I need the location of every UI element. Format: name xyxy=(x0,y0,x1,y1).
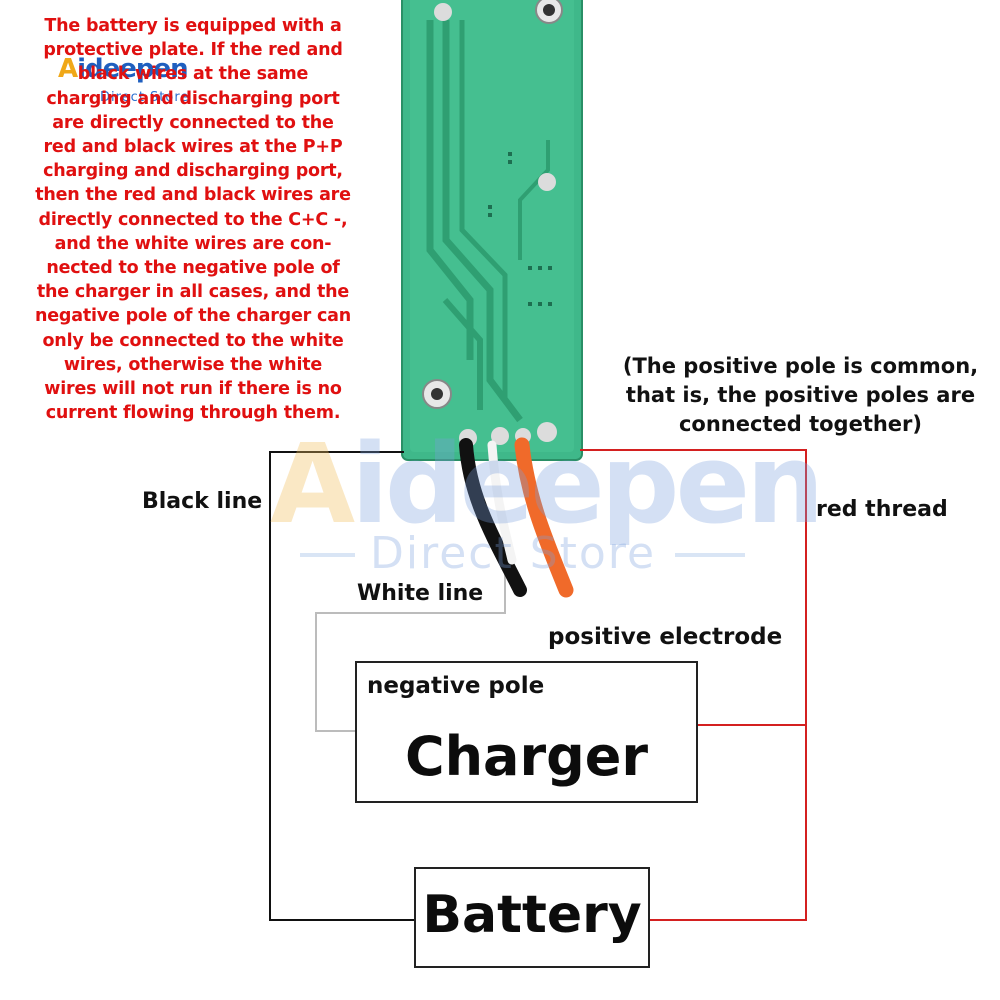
logo-triangle-icon: A xyxy=(58,54,78,84)
charger-title: Charger xyxy=(404,725,649,788)
black-line-label: Black line xyxy=(142,489,263,514)
red-thread-wire xyxy=(580,449,807,921)
orange-cable xyxy=(514,437,574,598)
protective-plate-note: The battery is equipped with a protectiv… xyxy=(34,16,352,424)
black-cable xyxy=(459,438,527,597)
positive-electrode-label: positive electrode xyxy=(548,624,783,650)
white-line-label: White line xyxy=(357,581,484,606)
brand-logo-subtitle: Direct Store xyxy=(100,90,190,105)
pcb-board xyxy=(401,0,583,461)
positive-common-note: (The positive pole is common, that is, t… xyxy=(622,354,979,436)
watermark-subtitle: Direct Store xyxy=(370,528,657,579)
watermark-logo: Aideepen xyxy=(270,420,824,548)
watermark-rule-right xyxy=(675,553,745,557)
battery-box: Battery xyxy=(414,867,650,968)
red-thread-label: red thread xyxy=(816,497,948,522)
black-line-wire xyxy=(269,451,414,921)
charger-box: negative pole Charger xyxy=(355,661,698,803)
brand-logo: Aideepen xyxy=(58,54,189,84)
negative-pole-label: negative pole xyxy=(367,673,545,699)
white-line-wire xyxy=(315,540,506,732)
battery-title: Battery xyxy=(422,885,642,945)
white-cable xyxy=(487,440,517,565)
watermark-rule-left xyxy=(300,553,355,557)
